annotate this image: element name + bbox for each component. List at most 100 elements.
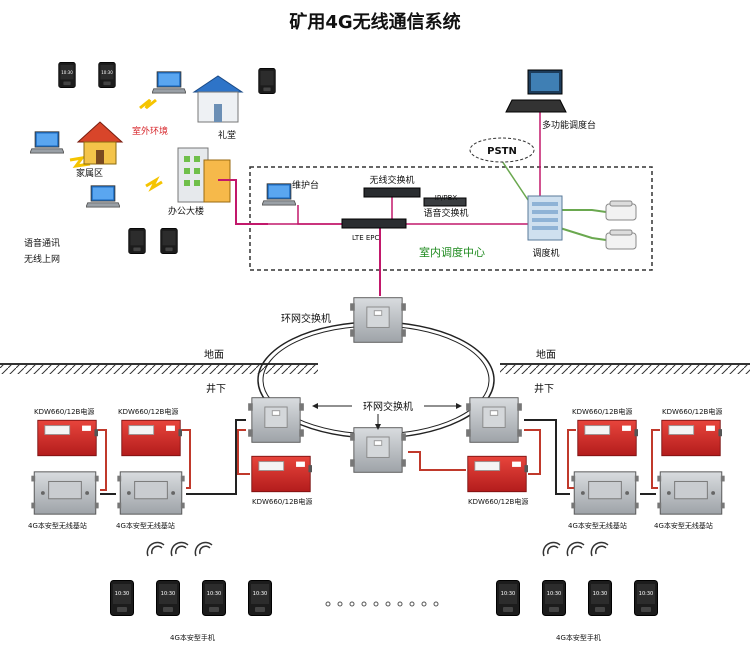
label-home-area: 家属区 bbox=[76, 167, 103, 179]
base-station-3 bbox=[570, 471, 640, 515]
surface-area: 家属区 室外环境 礼堂 办公大楼 语音通讯 无线上网 bbox=[24, 62, 276, 265]
laptop-icon bbox=[86, 185, 120, 208]
phone-time: 10:30 bbox=[547, 591, 561, 597]
handset-icon bbox=[496, 580, 520, 616]
phone-icon bbox=[98, 62, 116, 88]
ellipsis-dots bbox=[325, 601, 439, 607]
link-pstn bbox=[499, 157, 529, 201]
wireless-signal-icon bbox=[69, 155, 91, 168]
wireless-signal-icon bbox=[145, 176, 163, 192]
label-ring-switch-top: 环网交换机 bbox=[281, 312, 331, 325]
label-ring-switch-mid: 环网交换机 bbox=[363, 400, 413, 413]
handset-icon bbox=[588, 580, 612, 616]
label-phone-right: 4G本安型手机 bbox=[556, 633, 601, 642]
console-icon bbox=[505, 69, 567, 113]
ring-switch-top bbox=[349, 297, 407, 343]
laptop-icon bbox=[152, 71, 186, 94]
power-unit-6 bbox=[661, 419, 722, 457]
link-office-to-epc bbox=[218, 179, 268, 225]
phone-time: 10:30 bbox=[101, 70, 113, 75]
label-ground-left: 地面 bbox=[204, 348, 224, 361]
phone-icon bbox=[258, 68, 276, 94]
office-building-icon bbox=[177, 147, 231, 203]
handset-icon bbox=[542, 580, 566, 616]
desk-phone-icon bbox=[605, 200, 637, 221]
label-maintenance: 维护台 bbox=[292, 179, 319, 191]
phone-time: 10:30 bbox=[253, 591, 267, 597]
wireless-signal-right bbox=[542, 541, 609, 557]
label-power-3: KDW660/12B电源 bbox=[252, 497, 312, 506]
phone-time: 10:30 bbox=[639, 591, 653, 597]
label-voice: 语音通讯 bbox=[24, 237, 60, 249]
desk-phone-icon bbox=[605, 229, 637, 250]
ring-switch-right bbox=[465, 397, 523, 443]
label-control-center: 室内调度中心 bbox=[419, 245, 485, 259]
label-power-1: KDW660/12B电源 bbox=[34, 407, 94, 416]
auditorium-icon bbox=[192, 75, 244, 123]
wireless-signal-icon bbox=[139, 98, 157, 110]
base-station-2 bbox=[116, 471, 186, 515]
ring-switch-left bbox=[247, 397, 305, 443]
label-ip-pbx: IP/PBX bbox=[435, 194, 458, 202]
label-power-2: KDW660/12B电源 bbox=[118, 407, 178, 416]
label-base-3: 4G本安型无线基站 bbox=[568, 521, 627, 530]
base-station-1 bbox=[30, 471, 100, 515]
arrowhead-down bbox=[375, 424, 381, 430]
label-phone-left: 4G本安型手机 bbox=[170, 633, 215, 642]
arrowhead-left bbox=[312, 403, 318, 409]
label-office: 办公大楼 bbox=[168, 205, 204, 217]
power-unit-4 bbox=[467, 455, 528, 493]
phone-time: 10:30 bbox=[115, 591, 129, 597]
maintenance-laptop-icon bbox=[262, 183, 296, 206]
arrowhead-right bbox=[456, 403, 462, 409]
handset-icon bbox=[156, 580, 180, 616]
phone-time: 10:30 bbox=[161, 591, 175, 597]
label-wireless-switch: 无线交换机 bbox=[369, 174, 414, 186]
page-title: 矿用4G无线通信系统 bbox=[289, 11, 460, 33]
phone-screen-times: 10:30 10:30 10:30 10:30 10:30 10:30 10:3… bbox=[61, 70, 653, 597]
link-maintenance bbox=[297, 205, 342, 225]
phone-time: 10:30 bbox=[207, 591, 221, 597]
dispatcher-cabinet bbox=[527, 195, 563, 241]
base-station-4 bbox=[656, 471, 726, 515]
phone-time: 10:30 bbox=[593, 591, 607, 597]
label-underground-left: 井下 bbox=[206, 382, 226, 395]
phone-time: 10:30 bbox=[501, 591, 515, 597]
ground-surface bbox=[0, 363, 750, 374]
power-unit-1 bbox=[37, 419, 98, 457]
label-outdoor: 室外环境 bbox=[132, 125, 168, 137]
label-voice-switch: 语音交换机 bbox=[423, 207, 468, 219]
phone-icon bbox=[160, 228, 178, 254]
label-base-1: 4G本安型无线基站 bbox=[28, 521, 87, 530]
handset-icon bbox=[202, 580, 226, 616]
cables bbox=[98, 419, 660, 495]
label-base-2: 4G本安型无线基站 bbox=[116, 521, 175, 530]
label-power-4: KDW660/12B电源 bbox=[468, 497, 528, 506]
power-unit-5 bbox=[577, 419, 638, 457]
label-wireless-net: 无线上网 bbox=[24, 253, 60, 265]
label-base-4: 4G本安型无线基站 bbox=[654, 521, 713, 530]
link-phone-1 bbox=[560, 209, 607, 213]
handsets-left bbox=[110, 580, 272, 616]
house-icon bbox=[76, 121, 124, 165]
phone-icon bbox=[58, 62, 76, 88]
label-auditorium: 礼堂 bbox=[218, 129, 236, 141]
wireless-signal-left bbox=[146, 541, 213, 557]
label-ground-right: 地面 bbox=[536, 348, 556, 361]
power-unit-2 bbox=[121, 419, 182, 457]
ring-switch-bottom bbox=[349, 427, 407, 473]
wireless-switch bbox=[363, 187, 421, 198]
label-power-6: KDW660/12B电源 bbox=[662, 407, 722, 416]
label-power-5: KDW660/12B电源 bbox=[572, 407, 632, 416]
label-console: 多功能调度台 bbox=[542, 119, 596, 131]
handset-icon bbox=[110, 580, 134, 616]
pstn-cloud bbox=[469, 137, 535, 163]
lte-epc-device bbox=[341, 218, 407, 229]
label-lte-epc: LTE EPC bbox=[352, 234, 380, 242]
phone-icon bbox=[128, 228, 146, 254]
handset-icon bbox=[634, 580, 658, 616]
power-unit-3 bbox=[251, 455, 312, 493]
laptop-icon bbox=[30, 131, 64, 154]
handsets-right bbox=[496, 580, 658, 616]
